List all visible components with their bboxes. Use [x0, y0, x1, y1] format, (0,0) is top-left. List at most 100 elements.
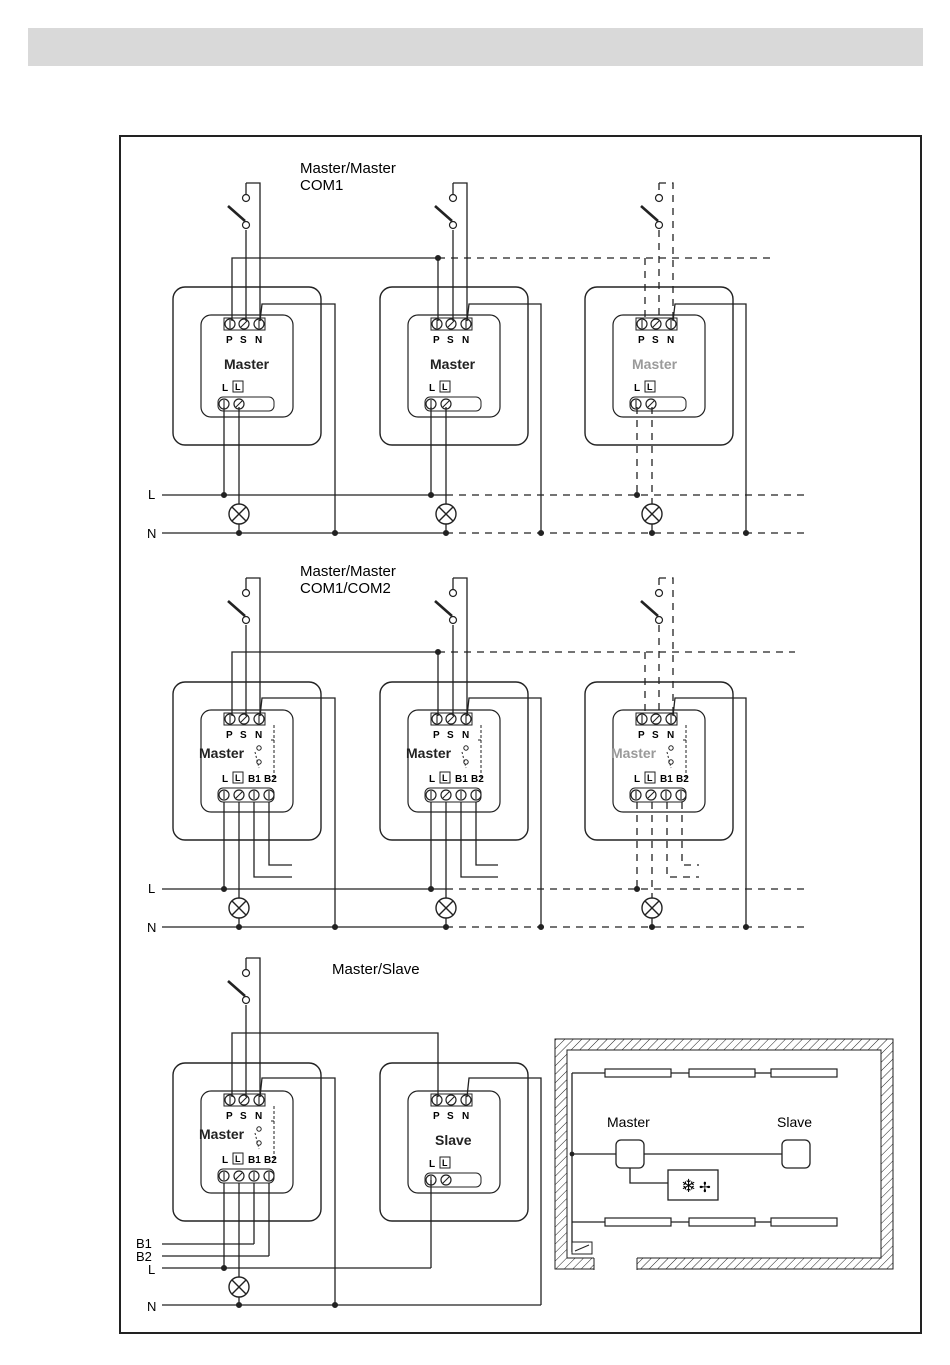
- terminal-label-l: L: [222, 383, 228, 394]
- terminal-label-b2: B2: [264, 1155, 277, 1166]
- room-light-fixture: [689, 1218, 755, 1226]
- snowflake-icon: ❄: [681, 1176, 696, 1197]
- lamp-icon: [229, 504, 249, 524]
- terminal-label-b2: B2: [471, 774, 484, 785]
- device-slave-1: PSNSlaveLL: [380, 1063, 528, 1221]
- bus-label-n-2: N: [147, 920, 156, 935]
- junction-dot: [650, 531, 655, 536]
- junction-dot: [436, 256, 441, 261]
- lamp-icon: [642, 504, 662, 524]
- junction-dot: [222, 493, 227, 498]
- junction-dot: [635, 493, 640, 498]
- junction-dot: [650, 925, 655, 930]
- terminal-label-l-box: L: [235, 1154, 241, 1164]
- terminal-label-l-box: L: [442, 773, 448, 783]
- room-light-fixture: [605, 1218, 671, 1226]
- junction-dot: [539, 925, 544, 930]
- lamp-icon: [436, 504, 456, 524]
- terminal-label-n: N: [255, 1111, 262, 1122]
- bus-label-n-1: N: [147, 526, 156, 541]
- terminal-label-l: L: [634, 383, 640, 394]
- terminal-label-s: S: [447, 730, 454, 741]
- terminal-label-s: S: [240, 1111, 247, 1122]
- fan-icon: ✢: [699, 1180, 711, 1196]
- junction-dot: [429, 493, 434, 498]
- terminal-label-b1: B1: [660, 774, 673, 785]
- push-switch-icon: [435, 578, 457, 624]
- terminal-label-s: S: [240, 730, 247, 741]
- bus-label-l-1: L: [148, 487, 155, 502]
- room-slave-label: Slave: [777, 1114, 812, 1130]
- terminal-label-s: S: [447, 1111, 454, 1122]
- terminal-label-l: L: [429, 1159, 435, 1170]
- lamp-icon: [229, 898, 249, 918]
- junction-dot: [744, 925, 749, 930]
- junction-dot: [222, 887, 227, 892]
- room-slave-device: [782, 1140, 810, 1168]
- junction-dot: [436, 650, 441, 655]
- push-switch-icon: [228, 958, 250, 1004]
- section1-title: Master/Master: [300, 160, 396, 177]
- terminal-label-n: N: [255, 335, 262, 346]
- terminal-label-p: P: [433, 730, 440, 741]
- terminal-label-l-box: L: [647, 382, 653, 392]
- terminal-label-s: S: [652, 335, 659, 346]
- room-master-device: [616, 1140, 644, 1168]
- junction-dot: [333, 531, 338, 536]
- push-switch-icon: [641, 183, 663, 229]
- lamp-icon: [229, 1277, 249, 1297]
- section2-title: Master/Master: [300, 563, 396, 580]
- terminal-label-b1: B1: [455, 774, 468, 785]
- push-switch-icon: [435, 183, 457, 229]
- device-label: Master: [199, 1126, 245, 1142]
- bus-label-n-3: N: [147, 1299, 156, 1314]
- terminal-label-l-box: L: [647, 773, 653, 783]
- section1-subtitle: COM1: [300, 177, 343, 194]
- terminal-label-l-box: L: [442, 1158, 448, 1168]
- terminal-label-b1: B1: [248, 774, 261, 785]
- terminal-label-n: N: [462, 335, 469, 346]
- push-switch-icon: [228, 183, 250, 229]
- junction-dot: [429, 887, 434, 892]
- terminal-label-b2: B2: [676, 774, 689, 785]
- terminal-label-l: L: [429, 383, 435, 394]
- device-label: Master: [406, 745, 452, 761]
- terminal-label-n: N: [667, 335, 674, 346]
- terminal-label-l: L: [429, 774, 435, 785]
- terminal-label-n: N: [462, 730, 469, 741]
- room-master-label: Master: [607, 1114, 650, 1130]
- junction-dot: [333, 925, 338, 930]
- terminal-label-p: P: [226, 335, 233, 346]
- device-master-7: PSNMasterLLB1B2: [173, 1063, 321, 1221]
- device-label: Master: [632, 356, 678, 372]
- terminal-label-s: S: [652, 730, 659, 741]
- device-label: Slave: [435, 1132, 472, 1148]
- junction-dot: [744, 531, 749, 536]
- terminal-label-n: N: [255, 730, 262, 741]
- terminal-label-p: P: [433, 335, 440, 346]
- terminal-label-s: S: [447, 335, 454, 346]
- device-master-5: PSN MasterLL B1B2: [380, 682, 528, 840]
- terminal-label-b2: B2: [264, 774, 277, 785]
- terminal-label-b1: B1: [248, 1155, 261, 1166]
- bus-label-l-3: L: [148, 1262, 155, 1277]
- junction-dot: [635, 887, 640, 892]
- room-light-fixture: [689, 1069, 755, 1077]
- lamp-icon: [436, 898, 456, 918]
- terminal-label-l: L: [222, 1155, 228, 1166]
- room-plan: ❄ ✢ Master Slave: [555, 1039, 893, 1271]
- junction-dot: [333, 1303, 338, 1308]
- terminal-label-n: N: [667, 730, 674, 741]
- device-label: Master: [611, 745, 657, 761]
- section3-title: Master/Slave: [332, 961, 420, 978]
- bus-label-l-2: L: [148, 881, 155, 896]
- room-light-fixture: [771, 1069, 837, 1077]
- terminal-label-s: S: [240, 335, 247, 346]
- terminal-label-n: N: [462, 1111, 469, 1122]
- terminal-label-l: L: [634, 774, 640, 785]
- room-light-fixture: [605, 1069, 671, 1077]
